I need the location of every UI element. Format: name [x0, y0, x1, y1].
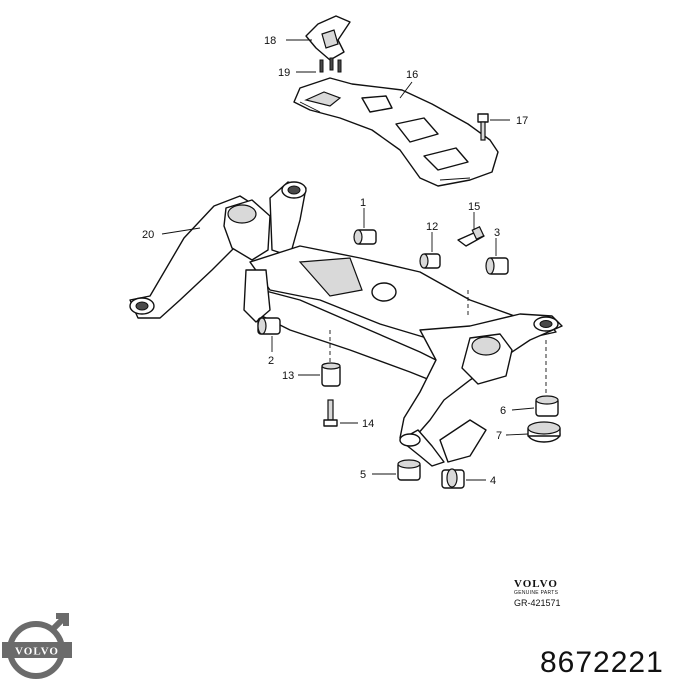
callout-20: 20 [142, 229, 154, 241]
part-4-bushing [441, 468, 465, 489]
callout-6: 6 [500, 405, 506, 417]
part-15-bolt [457, 225, 485, 247]
callout-5: 5 [360, 469, 366, 481]
volvo-logo: VOLVO [2, 613, 72, 679]
callout-3: 3 [494, 227, 500, 239]
part-1-bushing [353, 229, 377, 245]
part-2-bushing [257, 317, 281, 335]
callout-labels: 18 19 19 16 17 1 12 15 3 20 2 13 14 6 7 … [142, 35, 528, 487]
callout-2: 2 [268, 355, 274, 367]
callout-15: 15 [468, 201, 480, 213]
part-number: 8672221 [540, 646, 664, 679]
callout-leaders [161, 39, 535, 481]
part-5-bushing [397, 459, 421, 481]
part-12-bushing [419, 253, 441, 269]
part-17-bolt [477, 113, 489, 141]
callout-19-label: 19 [278, 67, 290, 79]
callout-4: 4 [490, 475, 496, 487]
part-13-spacer [321, 362, 341, 387]
part-6-bushing [535, 395, 559, 417]
callout-13: 13 [282, 370, 294, 382]
part-18-bracket [305, 15, 351, 61]
part-3-bushing [485, 257, 509, 275]
part-19-screws [319, 57, 342, 73]
callout-1: 1 [360, 197, 366, 209]
callout-16: 16 [406, 69, 418, 81]
subframe-main [129, 181, 563, 467]
logo-arrow-icon [49, 613, 69, 633]
callout-7: 7 [496, 430, 502, 442]
part-14-bolt [323, 399, 338, 427]
part-16-cover-plate [293, 77, 499, 187]
brand-subtitle: GENUINE PARTS [514, 590, 559, 596]
callout-18: 18 [264, 35, 276, 47]
logo-band [2, 642, 72, 658]
part-7-washer [527, 421, 561, 443]
callout-14: 14 [362, 418, 374, 430]
logo-text: VOLVO [15, 646, 59, 658]
drawing-reference: GR-421571 [514, 598, 561, 608]
brand-mark: VOLVO [514, 578, 558, 590]
callout-12: 12 [426, 221, 438, 233]
callout-17: 17 [516, 115, 528, 127]
